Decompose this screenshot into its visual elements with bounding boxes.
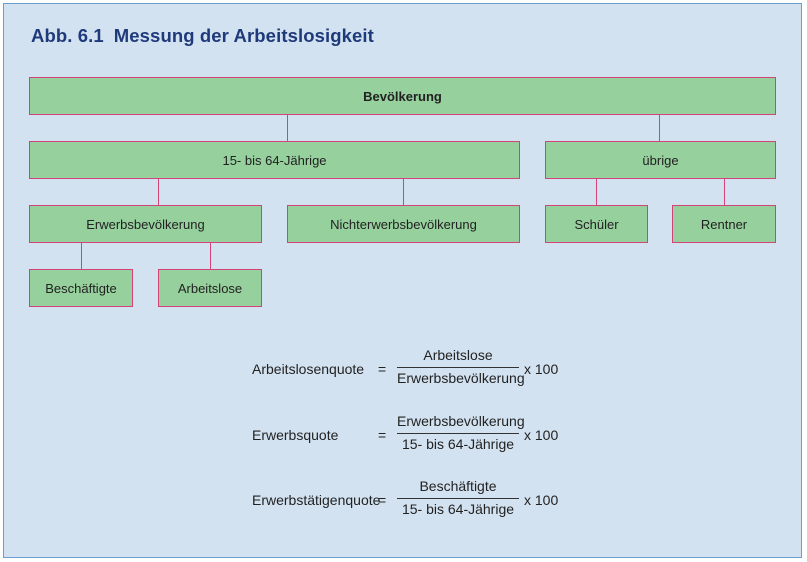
node-students: Schüler xyxy=(545,205,648,243)
node-other: übrige xyxy=(545,141,776,179)
formula-label: Erwerbstätigenquote xyxy=(252,492,381,508)
node-non-labor-force: Nichterwerbsbevölkerung xyxy=(287,205,520,243)
formula-numerator: Arbeitslose xyxy=(423,347,493,363)
figure-frame: Abb. 6.1 Messung der Arbeitslosigkeit Bev… xyxy=(3,3,802,558)
formula-participation-rate: Erwerbsquote = Erwerbsbevölkerung 15- bi… xyxy=(252,413,582,459)
connector-other-pensioners xyxy=(724,179,726,206)
figure-title-text: Messung der Arbeitslosigkeit xyxy=(113,25,374,46)
formula-equals: = xyxy=(378,361,387,377)
formula-denominator: Erwerbsbevölkerung xyxy=(397,370,525,386)
fraction-bar xyxy=(397,498,519,499)
formula-multiplier: x 100 xyxy=(524,427,559,443)
formula-equals: = xyxy=(378,427,387,443)
formula-multiplier: x 100 xyxy=(524,492,559,508)
connector-age-labor xyxy=(158,179,160,206)
node-population: Bevölkerung xyxy=(29,77,776,115)
formula-equals: = xyxy=(378,492,387,508)
node-employed: Beschäftigte xyxy=(29,269,133,307)
connector-root-age xyxy=(287,115,289,142)
formula-denominator: 15- bis 64-Jährige xyxy=(401,501,515,517)
formula-numerator: Beschäftigte xyxy=(419,478,497,494)
formula-employment-rate: Erwerbstätigenquote = Beschäftigte 15- b… xyxy=(252,478,582,524)
formula-label: Arbeitslosenquote xyxy=(252,361,365,377)
node-labor-force: Erwerbsbevölkerung xyxy=(29,205,262,243)
connector-labor-unemployed xyxy=(210,243,212,270)
fraction-bar xyxy=(397,433,519,434)
node-pensioners: Rentner xyxy=(672,205,776,243)
node-age-15-64: 15- bis 64-Jährige xyxy=(29,141,520,179)
figure-number: Abb. 6.1 xyxy=(31,25,104,46)
fraction-bar xyxy=(397,367,519,368)
node-unemployed: Arbeitslose xyxy=(158,269,262,307)
connector-age-nonlabor xyxy=(403,179,405,206)
figure-title: Abb. 6.1 Messung der Arbeitslosigkeit xyxy=(31,25,374,47)
formula-unemployment-rate: Arbeitslosenquote = Arbeitslose Erwerbsb… xyxy=(252,347,582,393)
connector-labor-employed xyxy=(81,243,83,270)
formula-label: Erwerbsquote xyxy=(252,427,339,443)
connector-other-students xyxy=(596,179,598,206)
connector-root-other xyxy=(659,115,661,142)
formula-numerator: Erwerbsbevölkerung xyxy=(397,413,525,429)
formula-multiplier: x 100 xyxy=(524,361,559,377)
formula-denominator: 15- bis 64-Jährige xyxy=(401,436,515,452)
